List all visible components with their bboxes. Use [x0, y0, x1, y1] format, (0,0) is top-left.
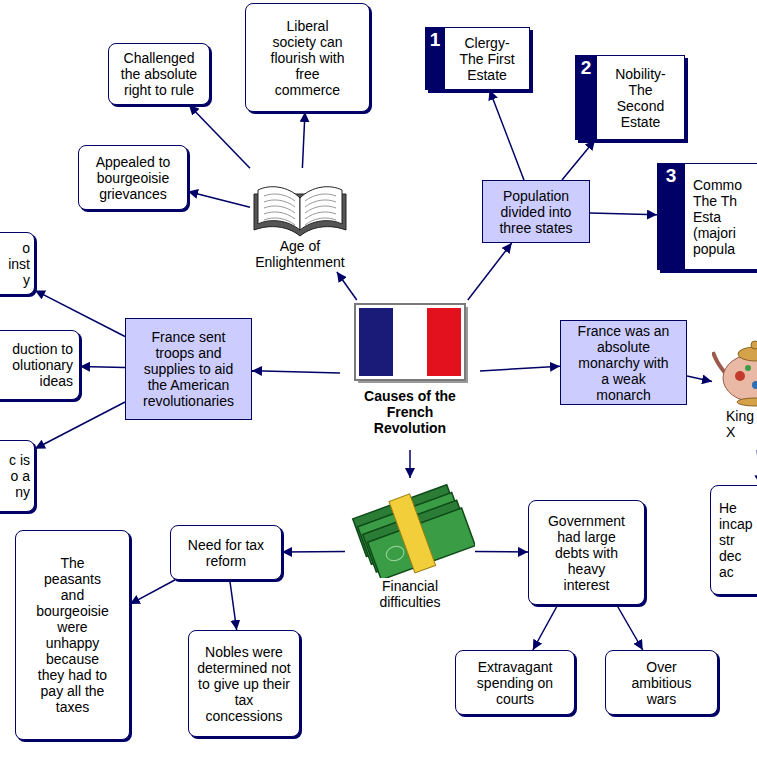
connector-arrow: [189, 105, 250, 168]
effect-box: duction to olutionary ideas: [0, 330, 80, 400]
icon-caption: Age of Enlightenment: [250, 238, 350, 270]
connector-arrow: [230, 580, 237, 630]
effect-box: He incap str dec ac: [710, 485, 757, 595]
effect-box: Extravagant spending on courts: [455, 650, 575, 715]
node-text: c is o a ny: [0, 452, 30, 500]
cause-box: Population divided into three states: [482, 180, 590, 243]
connector-arrow: [409, 450, 411, 478]
money-node: Financial difficulties: [345, 478, 475, 624]
connector-arrow: [617, 605, 643, 650]
pot-icon: [712, 330, 757, 408]
node-text: Challenged the absolute right to rule: [115, 50, 203, 98]
pot-flower: [735, 371, 745, 381]
node-text: Need for tax reform: [179, 537, 274, 569]
estate-box: 2 Nobility- The Second Estate: [575, 55, 685, 140]
bill-seal: [384, 544, 406, 563]
estate-number: 2: [575, 57, 597, 79]
node-text: Population divided into three states: [491, 188, 581, 236]
estate-box: 3Commo The Th Esta (majori popula: [657, 163, 757, 270]
node-text: Nobles were determined not to give up th…: [197, 644, 292, 724]
effect-box: The peasants and bourgeoisie were unhapp…: [15, 530, 130, 740]
connector-arrow: [188, 191, 250, 207]
flag-frame: [355, 304, 465, 380]
effect-box: Over ambitious wars: [605, 650, 718, 715]
effect-box: c is o a ny: [0, 440, 35, 512]
central-node: Causes of the French Revolution: [340, 300, 480, 450]
node-text: The peasants and bourgeoisie were unhapp…: [33, 555, 113, 715]
book-icon: [250, 168, 350, 238]
node-text: France sent troops and supplies to aid t…: [134, 329, 244, 409]
book-node: Age of Enlightenment: [250, 168, 350, 272]
book-line: [305, 218, 336, 225]
effect-box: Need for tax reform: [170, 525, 282, 580]
flag-icon: [340, 300, 480, 388]
connector-arrow: [562, 140, 595, 180]
connector-arrow: [533, 605, 558, 650]
pot-base: [737, 398, 757, 406]
icon-caption: King X: [726, 408, 757, 440]
money-icon: [345, 478, 475, 578]
book-line: [264, 218, 295, 225]
effect-box: Nobles were determined not to give up th…: [188, 630, 300, 737]
node-text: Liberal society can flourish with free c…: [265, 18, 350, 98]
node-text: o inst y: [0, 240, 30, 288]
idea-box: Challenged the absolute right to rule: [108, 43, 210, 105]
money-band: [389, 494, 436, 573]
node-text: Extravagant spending on courts: [468, 659, 563, 707]
node-text: Appealed to bourgeoisie grievances: [88, 154, 178, 202]
connector-arrow: [302, 112, 305, 168]
book-page: [258, 187, 300, 230]
cause-box: France sent troops and supplies to aid t…: [125, 318, 252, 420]
flag-stripe: [359, 308, 393, 376]
estate-number: 1: [425, 29, 445, 51]
connector-arrow: [475, 551, 528, 553]
connector-arrow: [480, 366, 560, 371]
node-text: Commo The Th Esta (majori popula: [693, 177, 753, 257]
connector-arrow: [80, 366, 125, 367]
connector-arrow: [490, 90, 524, 180]
estate-box: 1 Clergy- The First Estate: [425, 27, 530, 90]
node-text: Clergy- The First Estate: [452, 35, 522, 83]
connector-arrow: [282, 551, 345, 553]
connector-group: [35, 90, 757, 650]
flag-shadow: [358, 307, 468, 383]
effect-box: o inst y: [0, 232, 35, 295]
pot-flower: [752, 381, 757, 389]
idea-box: Liberal society can flourish with free c…: [245, 3, 370, 112]
connector-arrow: [252, 371, 340, 373]
node-text: Nobility- The Second Estate: [611, 66, 671, 130]
book-page: [300, 187, 342, 230]
pot-flower: [745, 365, 751, 371]
connector-arrow: [468, 243, 512, 300]
estate-number: 3: [657, 165, 685, 187]
icon-caption: Financial difficulties: [365, 578, 455, 610]
icon-caption: Causes of the French Revolution: [350, 388, 470, 436]
node-text: duction to olutionary ideas: [1, 341, 73, 389]
cause-box: France was an absolute monarchy with a w…: [560, 320, 687, 405]
connector-arrow: [130, 580, 175, 604]
idea-box: Appealed to bourgeoisie grievances: [78, 145, 188, 210]
king-node: King X: [712, 330, 757, 450]
node-text: France was an absolute monarchy with a w…: [576, 323, 671, 403]
pot-knob: [751, 341, 757, 349]
node-text: He incap str dec ac: [719, 500, 757, 580]
node-text: Over ambitious wars: [627, 659, 697, 707]
node-text: Government had large debts with heavy in…: [544, 513, 629, 593]
flag-stripe: [393, 308, 427, 376]
connector-arrow: [590, 213, 657, 215]
connector-arrow: [35, 402, 125, 449]
connector-arrow: [337, 272, 357, 300]
flag-stripe: [427, 308, 461, 376]
money-stack: [351, 479, 475, 578]
effect-box: Government had large debts with heavy in…: [528, 500, 645, 605]
connector-arrow: [687, 376, 712, 381]
